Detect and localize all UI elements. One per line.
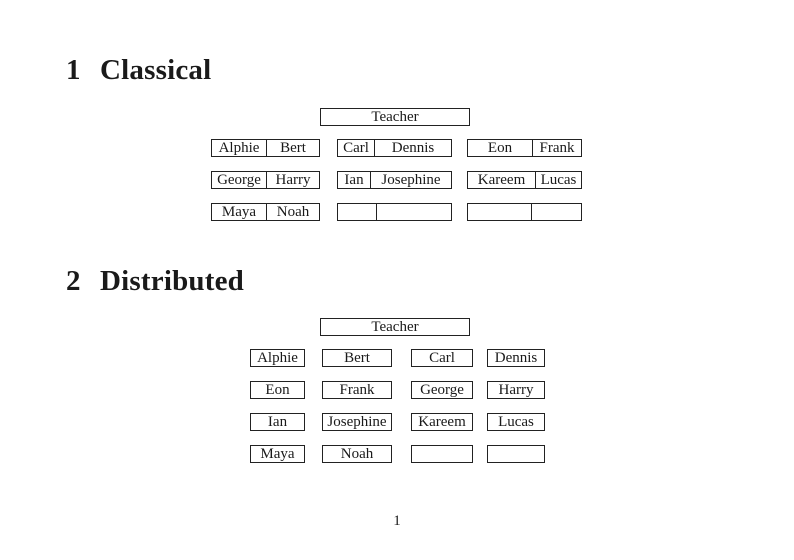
seat-cell: Bert (267, 139, 320, 157)
seat-cell: George (411, 381, 473, 399)
section-heading-distributed: 2 Distributed (66, 267, 244, 296)
seat-cell (467, 203, 532, 221)
section-heading-classical: 1 Classical (66, 56, 211, 85)
seat-cell: Eon (467, 139, 533, 157)
seat-cell: George (211, 171, 267, 189)
seat-cell: Lucas (487, 413, 545, 431)
desk: Alphie Bert (211, 139, 320, 157)
page-number: 1 (393, 513, 401, 529)
seat-cell (377, 203, 452, 221)
seat-cell: Alphie (250, 349, 305, 367)
seat-cell: Harry (267, 171, 320, 189)
section-number: 1 (66, 54, 81, 86)
seat-cell: Eon (250, 381, 305, 399)
seat-cell: Dennis (375, 139, 452, 157)
desk: Maya Noah (211, 203, 320, 221)
teacher-box: Teacher (320, 108, 470, 126)
section-number: 2 (66, 265, 81, 297)
desk (467, 203, 582, 221)
seat-cell: Bert (322, 349, 392, 367)
seat-cell: Alphie (211, 139, 267, 157)
section-title: Distributed (100, 265, 244, 297)
seat-cell (532, 203, 582, 221)
seat-cell: Lucas (536, 171, 582, 189)
seat-cell: Josephine (371, 171, 452, 189)
desk: Carl Dennis (337, 139, 452, 157)
desk (337, 203, 452, 221)
seat-cell (487, 445, 545, 463)
seat-cell (411, 445, 473, 463)
seat-cell: Harry (487, 381, 545, 399)
desk: Kareem Lucas (467, 171, 582, 189)
desk: Ian Josephine (337, 171, 452, 189)
seat-cell: Kareem (467, 171, 536, 189)
seat-cell: Frank (533, 139, 582, 157)
seat-cell: Carl (337, 139, 375, 157)
seat-cell: Carl (411, 349, 473, 367)
teacher-box: Teacher (320, 318, 470, 336)
seat-cell: Maya (250, 445, 305, 463)
seat-cell: Ian (337, 171, 371, 189)
seat-cell: Kareem (411, 413, 473, 431)
seat-cell: Noah (322, 445, 392, 463)
seat-cell (337, 203, 377, 221)
seat-cell: Noah (267, 203, 320, 221)
seat-cell: Ian (250, 413, 305, 431)
seat-cell: Josephine (322, 413, 392, 431)
seat-cell: Dennis (487, 349, 545, 367)
desk: Eon Frank (467, 139, 582, 157)
desk: George Harry (211, 171, 320, 189)
section-title: Classical (100, 54, 212, 86)
seat-cell: Frank (322, 381, 392, 399)
seat-cell: Maya (211, 203, 267, 221)
